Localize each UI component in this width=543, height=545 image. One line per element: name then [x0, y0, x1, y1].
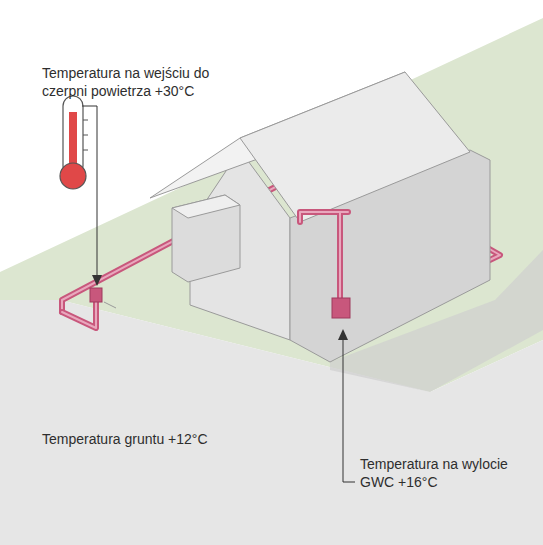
leader-line: [97, 106, 98, 278]
annex-box: [172, 195, 240, 282]
intake-shadow: [104, 302, 116, 308]
roof-right: [240, 72, 470, 222]
thermometer: [60, 96, 88, 189]
leader-arrow: [338, 329, 348, 340]
leader-line: [82, 106, 97, 107]
gwc-unit: [332, 298, 350, 318]
house-duct: [300, 212, 348, 302]
temperature-label: Temperatura na wejściu do czerpni powiet…: [42, 64, 257, 100]
annex-top: [172, 195, 240, 218]
leader-arrow: [92, 275, 102, 286]
temperature-label: Temperatura gruntu +12°C: [42, 430, 272, 448]
temperature-label: Temperatura na wylocie GWC +16°C: [360, 455, 530, 491]
leader-line: [343, 336, 355, 482]
air-intake: [90, 288, 102, 302]
